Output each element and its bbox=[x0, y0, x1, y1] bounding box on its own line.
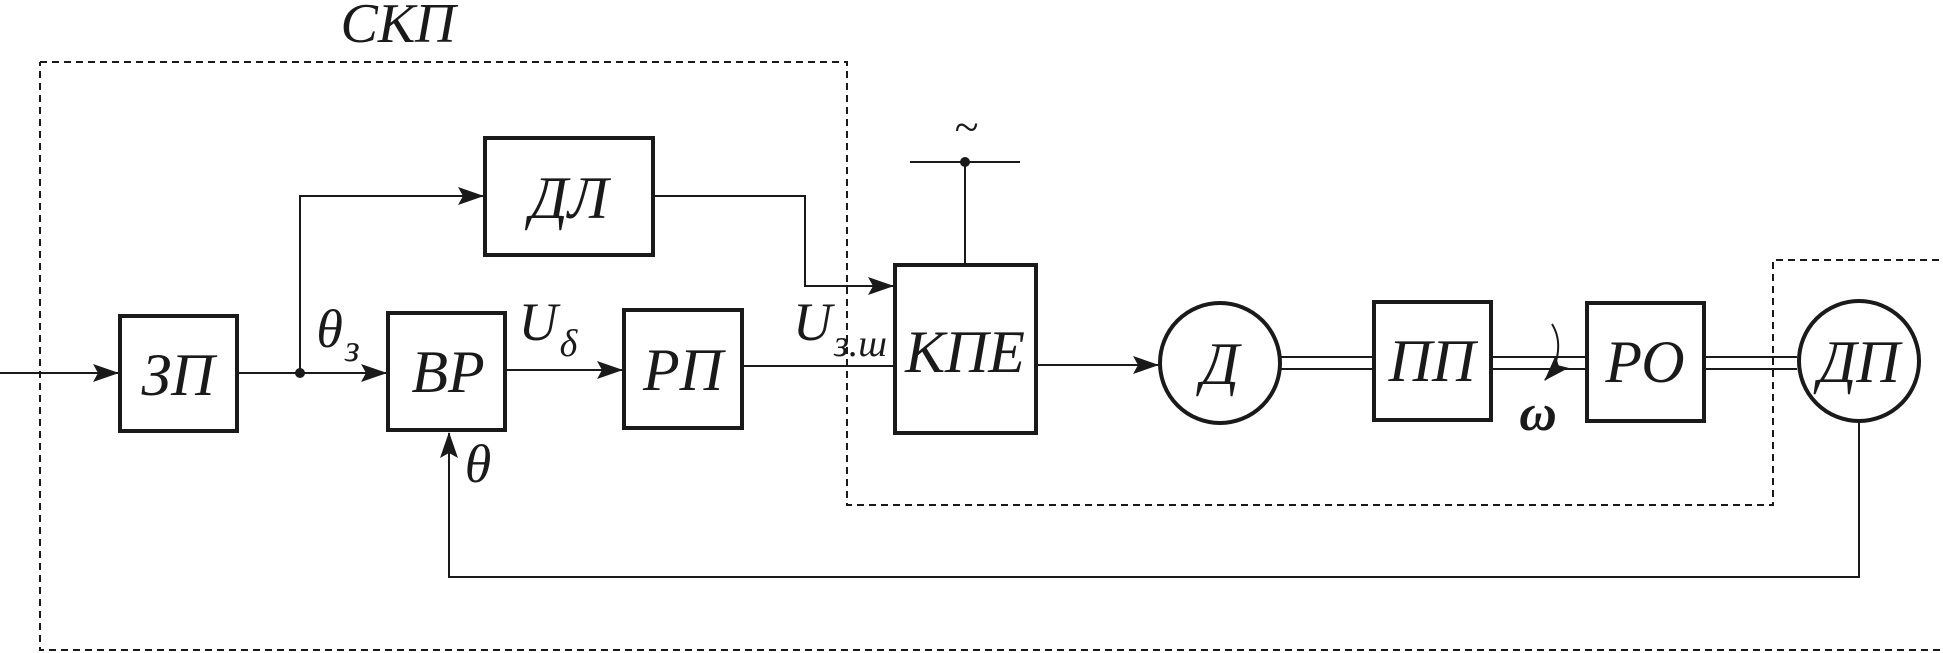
skp-boundary bbox=[39, 61, 1940, 651]
to-dl-line bbox=[299, 187, 484, 373]
dp-label: ДП bbox=[1813, 329, 1903, 395]
d-motor bbox=[1158, 301, 1282, 425]
vr-label: ВР bbox=[411, 339, 484, 405]
d-label: Д bbox=[1196, 331, 1242, 397]
u-zsh-label: Uз.ш bbox=[793, 292, 887, 365]
zp-label: ЗП bbox=[141, 342, 218, 408]
dl-block bbox=[483, 136, 655, 257]
kpe-label: КПЕ bbox=[904, 319, 1025, 385]
rp-label: РП bbox=[642, 337, 727, 403]
skp-title: СКП bbox=[341, 0, 460, 55]
dl-to-kpe-line bbox=[655, 195, 894, 295]
ro-label: РО bbox=[1604, 329, 1684, 395]
zp-block bbox=[118, 314, 239, 433]
pp-block bbox=[1372, 300, 1493, 422]
pp-label: ПП bbox=[1388, 328, 1479, 394]
dp-sensor bbox=[1797, 299, 1921, 423]
theta-z-label: θз bbox=[316, 299, 359, 370]
theta-label: θ bbox=[465, 434, 492, 494]
ro-block bbox=[1585, 301, 1706, 423]
rp-block bbox=[622, 308, 744, 430]
rotation-arrow-icon bbox=[1544, 323, 1569, 381]
u-delta-label: Uδ bbox=[519, 292, 579, 365]
kpe-block bbox=[893, 263, 1038, 435]
feedback-line bbox=[440, 423, 1860, 578]
dl-label: ДЛ bbox=[525, 165, 612, 231]
supply-node bbox=[960, 157, 970, 167]
supply-tilde: ~ bbox=[954, 103, 978, 152]
vr-block bbox=[386, 311, 507, 432]
omega-label: ω bbox=[1519, 385, 1557, 442]
